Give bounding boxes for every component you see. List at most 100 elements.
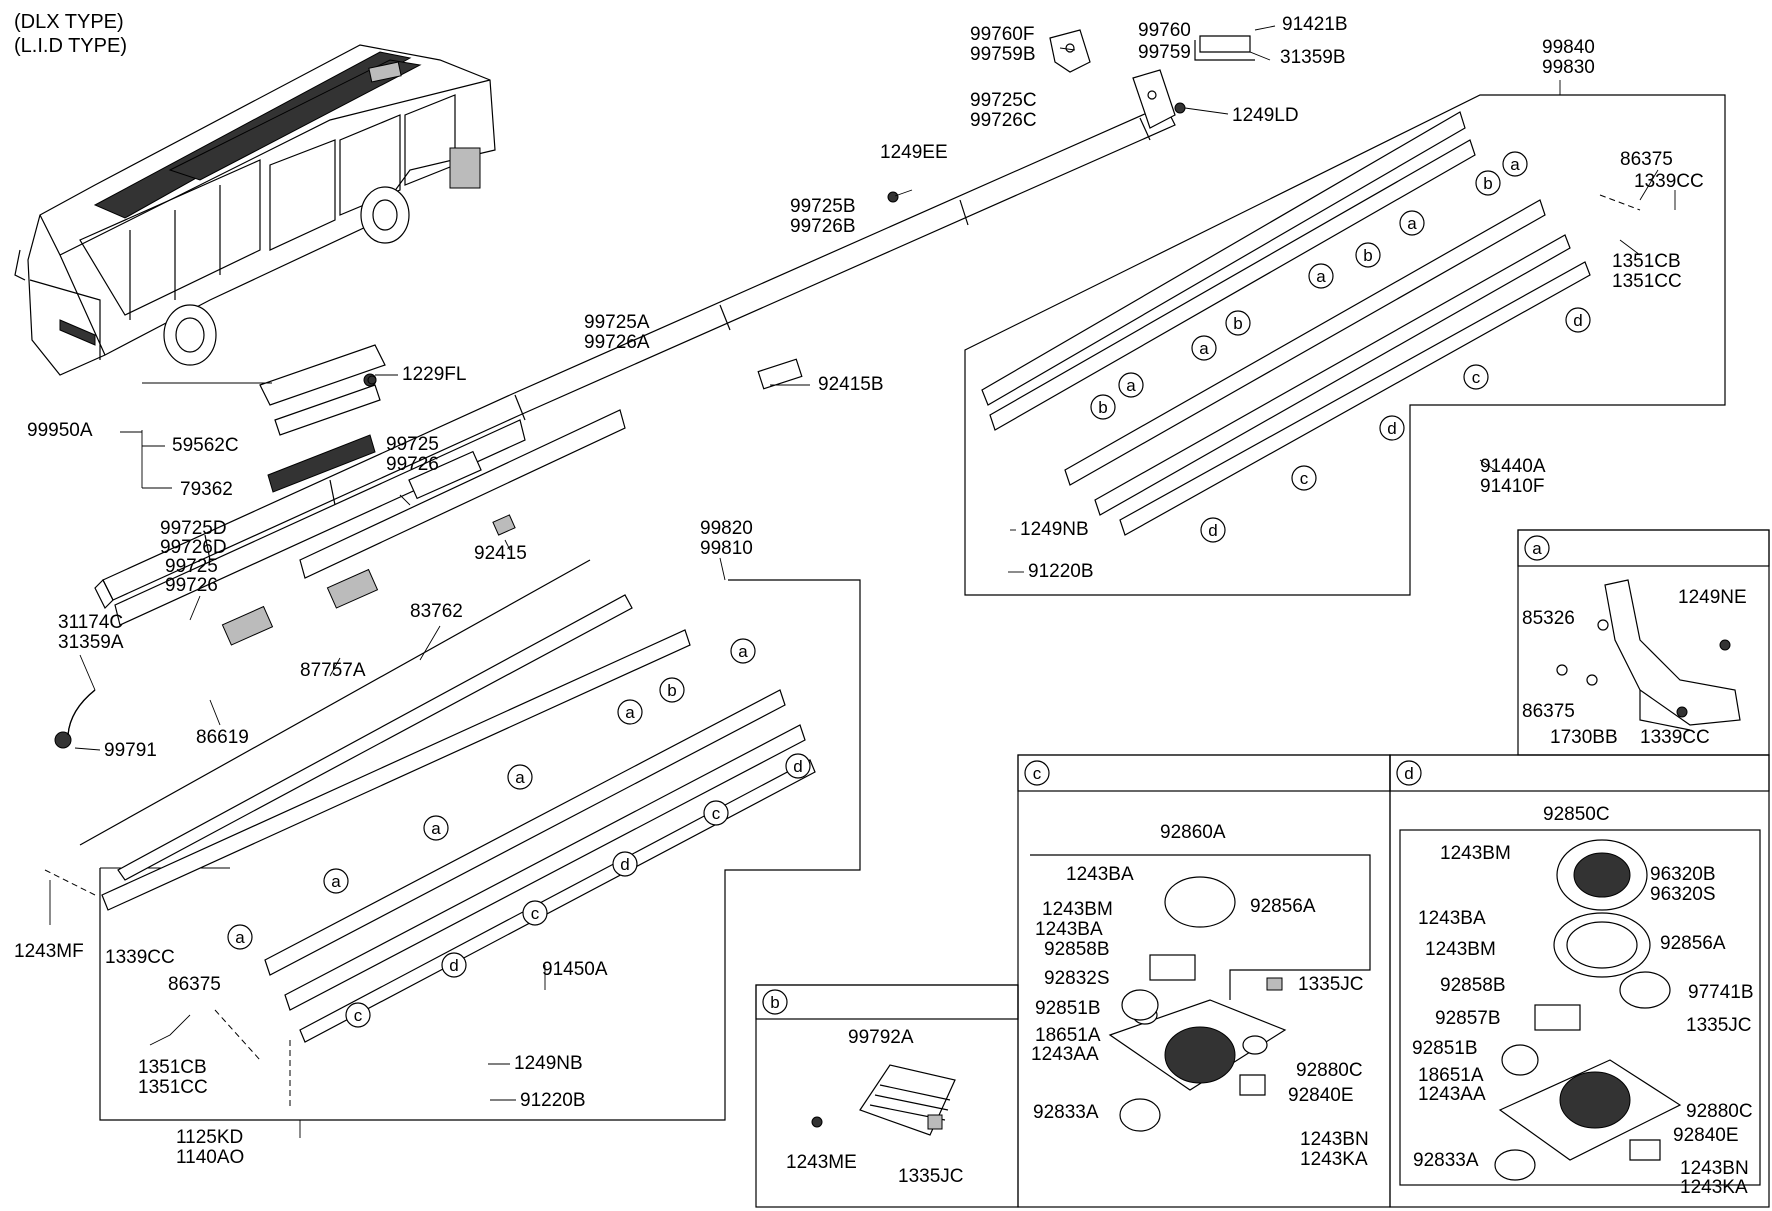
label-99726-2: 99726 — [165, 575, 218, 596]
label-59562C: 59562C — [172, 435, 239, 456]
label-91220B-right: 91220B — [1028, 561, 1094, 582]
label-31359B: 31359B — [1280, 47, 1346, 68]
label-d-92880C: 92880C — [1686, 1101, 1753, 1122]
callout-a: a — [235, 928, 245, 947]
type-label-lid: (L.I.D TYPE) — [14, 35, 127, 57]
label-99725: 99725 — [386, 434, 439, 455]
label-79362: 79362 — [180, 479, 233, 500]
label-c-1243AA: 1243AA — [1031, 1044, 1099, 1065]
label-c-92858B: 92858B — [1044, 939, 1110, 960]
detail-box-c: c — [1017, 754, 1391, 1208]
label-1140AO: 1140AO — [176, 1147, 244, 1168]
label-d-96320B: 96320B — [1650, 864, 1716, 885]
bus-illustration — [14, 44, 496, 376]
label-1351CC-left: 1351CC — [138, 1077, 208, 1098]
label-99725B: 99725B — [790, 196, 856, 217]
label-b-1335JC: 1335JC — [898, 1166, 964, 1187]
callout-c: c — [354, 1006, 363, 1025]
callout-a: a — [1407, 214, 1417, 233]
label-91410F: 91410F — [1480, 476, 1544, 497]
label-99791: 99791 — [104, 740, 157, 761]
label-c-92851B: 92851B — [1035, 998, 1101, 1019]
label-31174C: 31174C — [58, 612, 123, 633]
roof-panel-group — [54, 29, 1255, 749]
label-99950A: 99950A — [27, 420, 93, 441]
callout-c: c — [531, 904, 540, 923]
right-rail-assembly — [964, 94, 1726, 596]
label-1351CB-left: 1351CB — [138, 1057, 207, 1078]
label-d-1243KA: 1243KA — [1680, 1177, 1748, 1198]
label-99810: 99810 — [700, 538, 753, 559]
detail-box-d: d — [1389, 754, 1770, 1208]
callout-a: a — [1510, 155, 1520, 174]
detail-box-b: b — [755, 984, 1019, 1208]
label-99759: 99759 — [1138, 42, 1191, 63]
detail-a-tag: a — [1532, 539, 1542, 558]
label-99840: 99840 — [1542, 37, 1595, 58]
label-a-1730BB: 1730BB — [1550, 727, 1618, 748]
label-99726A: 99726A — [584, 332, 650, 353]
label-c-92856A: 92856A — [1250, 896, 1316, 917]
label-92415: 92415 — [474, 543, 527, 564]
callout-b: b — [1483, 174, 1492, 193]
label-d-92856A: 92856A — [1660, 933, 1726, 954]
label-d-92850C: 92850C — [1543, 804, 1610, 825]
label-86619: 86619 — [196, 727, 249, 748]
label-a-86375: 86375 — [1522, 701, 1575, 722]
detail-d-tag: d — [1404, 764, 1413, 783]
label-1339CC-right: 1339CC — [1634, 171, 1704, 192]
label-1243MF: 1243MF — [14, 941, 84, 962]
label-92415B: 92415B — [818, 374, 884, 395]
label-d-1335JC: 1335JC — [1686, 1015, 1752, 1036]
label-a-1339CC: 1339CC — [1640, 727, 1710, 748]
label-83762: 83762 — [410, 601, 463, 622]
callout-c: c — [712, 804, 721, 823]
label-c-1243BM: 1243BM — [1042, 899, 1113, 920]
callout-d: d — [449, 956, 458, 975]
label-1351CC-right: 1351CC — [1612, 271, 1682, 292]
label-d-92851B: 92851B — [1412, 1038, 1478, 1059]
label-99830: 99830 — [1542, 57, 1595, 78]
callout-a: a — [738, 642, 748, 661]
callout-a: a — [331, 872, 341, 891]
label-1249NB-right: 1249NB — [1020, 519, 1089, 540]
label-c-1243BN: 1243BN — [1300, 1129, 1369, 1150]
label-c-1243BA-2: 1243BA — [1035, 919, 1103, 940]
label-c-92833A: 92833A — [1033, 1102, 1099, 1123]
label-c-92860A: 92860A — [1160, 822, 1226, 843]
label-99726D: 99726D — [160, 537, 227, 558]
callout-b: b — [1363, 246, 1372, 265]
label-99760: 99760 — [1138, 20, 1191, 41]
label-99726C: 99726C — [970, 110, 1037, 131]
label-d-1243BA: 1243BA — [1418, 908, 1486, 929]
callout-a: a — [625, 703, 635, 722]
label-b-1243ME: 1243ME — [786, 1152, 857, 1173]
callout-b: b — [1233, 314, 1242, 333]
callout-a: a — [1126, 376, 1136, 395]
label-1249LD: 1249LD — [1232, 105, 1299, 126]
label-b-99792A: 99792A — [848, 1027, 914, 1048]
label-99725A: 99725A — [584, 312, 650, 333]
left-rail-assembly — [44, 559, 861, 1121]
label-d-92833A: 92833A — [1413, 1150, 1479, 1171]
callout-d: d — [620, 855, 629, 874]
label-99726: 99726 — [386, 454, 439, 475]
label-1339CC-left: 1339CC — [105, 947, 175, 968]
callout-d: d — [1573, 311, 1582, 330]
label-1229FL: 1229FL — [402, 364, 466, 385]
label-c-92840E: 92840E — [1288, 1085, 1354, 1106]
label-99759B: 99759B — [970, 44, 1036, 65]
label-a-1249NE: 1249NE — [1678, 587, 1747, 608]
callout-d: d — [1208, 521, 1217, 540]
label-91220B-left: 91220B — [520, 1090, 586, 1111]
label-1125KD: 1125KD — [176, 1127, 243, 1148]
type-label-dlx: (DLX TYPE) — [14, 11, 124, 33]
callout-a: a — [515, 768, 525, 787]
label-c-92832S: 92832S — [1044, 968, 1110, 989]
label-d-18651A: 18651A — [1418, 1065, 1484, 1086]
label-d-1243BM-1: 1243BM — [1440, 843, 1511, 864]
callout-b: b — [667, 681, 676, 700]
label-99725-2: 99725 — [165, 556, 218, 577]
label-d-1243BN: 1243BN — [1680, 1158, 1749, 1179]
